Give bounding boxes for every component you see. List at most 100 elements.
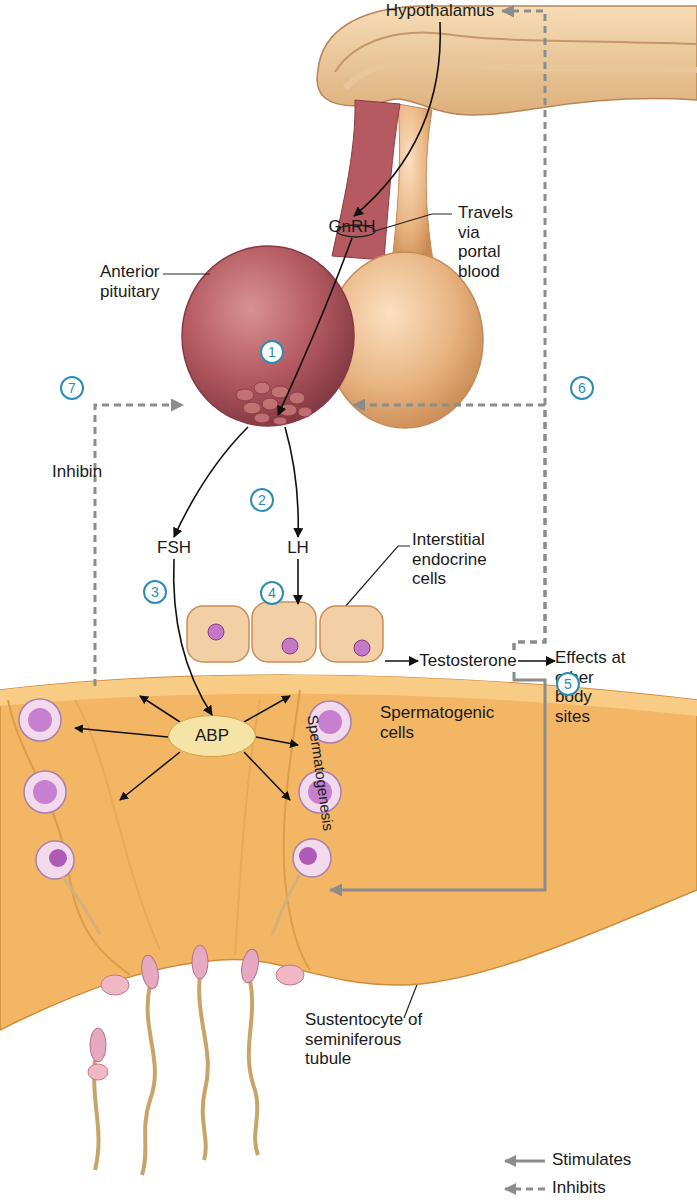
interstitial-cells: [187, 606, 249, 662]
node-text: GnRH: [326, 216, 378, 238]
sperm-cell: [101, 975, 129, 995]
anterior-pituitary-lobe: [236, 389, 254, 401]
interstitial-cells: [187, 602, 383, 662]
abp-diffusion-arrows: [244, 752, 290, 800]
stimulus-arrow: [174, 427, 248, 537]
legend-text: Inhibits: [552, 1178, 606, 1198]
anterior-pituitary-lobe: [254, 382, 270, 394]
stimulus-arrow: [285, 427, 298, 537]
abp-diffusion-arrows: [120, 752, 180, 800]
abp-ellipse: ABP: [168, 715, 256, 757]
seminiferous-tubule: Sustentocyte of seminiferous tubule ABP Sp…: [0, 680, 697, 1200]
seminiferous-tubule-wall: [0, 675, 697, 1030]
sperm-cell: [90, 1028, 106, 1062]
part-label: Travels via portal blood: [458, 203, 522, 281]
interstitial-cells: Interstitial endocrine cells: [185, 604, 385, 664]
seminiferous-tubule-wall: [8, 700, 130, 975]
abp-diffusion-arrows: [75, 696, 298, 800]
spermatogenic-cell: [19, 699, 351, 935]
spermatogenic-cell: [299, 847, 317, 865]
anterior-pituitary-lobe: [262, 398, 278, 410]
node-text: Interstitial endocrine cells: [412, 530, 512, 589]
inhibition-arrow: [502, 11, 545, 650]
hypothalamus-tissue: [317, 6, 697, 115]
hormone-label: Testosterone: [418, 650, 518, 672]
legend-sample: [505, 1161, 545, 1189]
spermatogenic-cell: [272, 874, 300, 935]
organ-label: Hypothalamus: [378, 0, 502, 22]
leader-line: [344, 546, 410, 608]
stimulus-arrow: [174, 559, 212, 715]
spermatogenic-cell: [293, 839, 331, 877]
callout-number: 6: [570, 376, 594, 400]
stimulus-arrow: [518, 660, 555, 662]
abp-diffusion-arrows: [256, 737, 298, 745]
anterior-pituitary-lobe: [243, 402, 261, 414]
spermatogenic-cell: [36, 841, 74, 879]
legend-sample: [505, 1160, 545, 1163]
interstitial-cells: [208, 624, 224, 640]
node-text: LH: [280, 537, 316, 559]
sperm-cell: [276, 965, 304, 985]
stimulus-arrow: [330, 672, 545, 890]
node-text: FSH: [150, 537, 198, 559]
interstitial-cells: [354, 640, 370, 656]
sperm-cell: [88, 945, 304, 1175]
callout-number: 3: [143, 580, 167, 604]
interstitial-cells: [320, 606, 383, 662]
sperm-cell: [239, 948, 261, 984]
hormone-label: GnRH: [326, 216, 378, 238]
node-text: ABP: [169, 716, 255, 756]
anterior-pituitary-lobe: [279, 404, 297, 416]
node-text: Testosterone: [418, 650, 518, 672]
sperm-cell: [199, 975, 208, 1160]
callout-number: 5: [556, 672, 580, 696]
anterior-pituitary-lobe: [182, 246, 354, 426]
node-text: Anterior pituitary: [100, 262, 182, 301]
node-text: Hypothalamus: [378, 0, 502, 22]
anterior-pituitary-lobe: [254, 413, 270, 423]
portal-vessel: [375, 214, 452, 231]
stimulus-arrow: [297, 559, 299, 604]
sperm-cell: [142, 985, 155, 1175]
part-label: Spermatogenic cells: [380, 703, 510, 742]
abp-diffusion-arrows: [244, 696, 290, 722]
legend-text: Stimulates: [552, 1150, 631, 1170]
inhibition-arrow: [95, 405, 183, 686]
hypothalamus-tissue: [317, 6, 697, 115]
hormone-label: LH: [280, 537, 316, 559]
leader-line: [163, 273, 210, 274]
spermatogenic-cell: [33, 780, 57, 804]
callout-number: 2: [250, 488, 274, 512]
spermatogenic-cell: [24, 771, 66, 813]
stimulus-arrow: [354, 22, 440, 216]
node-text: Spermatogenesis: [304, 714, 337, 832]
sperm-cell: [192, 945, 208, 979]
anterior-pituitary: Anterior pituitary: [183, 245, 353, 427]
anterior-pituitary-lobe: [182, 246, 354, 426]
hypothalamus-tissue: [345, 60, 697, 88]
interstitial-cells: [282, 638, 298, 654]
spermatogenic-cell: [49, 849, 67, 867]
legend-sample: [505, 1188, 545, 1191]
anterior-pituitary-lobe: [298, 407, 312, 417]
interstitial-cells: [252, 602, 316, 662]
sperm-cell: [139, 954, 161, 990]
stimulus-arrow: [385, 660, 418, 662]
abp-diffusion-arrows: [140, 696, 180, 722]
callout-number: 7: [60, 376, 84, 400]
pituitary-stalk: [392, 104, 434, 266]
sperm-cell: [249, 980, 258, 1155]
spermatogenic-cell: [28, 708, 52, 732]
anterior-pituitary-lobe: [289, 392, 305, 404]
anterior-pituitary-lobe: [273, 417, 287, 425]
hormone-label: FSH: [150, 537, 198, 559]
spermatogenic-cell: [19, 699, 61, 741]
callout-number: 4: [260, 581, 284, 605]
pituitary-stalk: [332, 100, 434, 266]
node-text: Sustentocyte of seminiferous tubule: [305, 1010, 437, 1069]
process-label: Spermatogenesis: [300, 705, 330, 905]
